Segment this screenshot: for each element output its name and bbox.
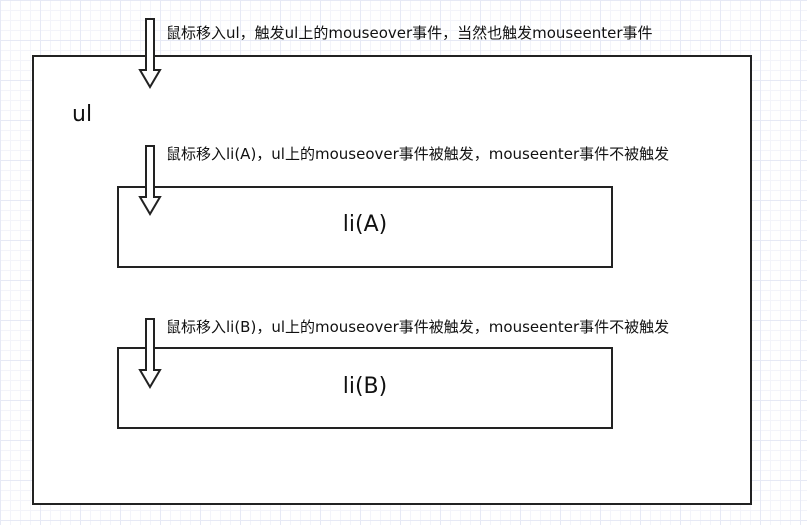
ul-label: ul bbox=[72, 102, 93, 127]
li-a-box bbox=[117, 186, 613, 268]
li-a-label: li(A) bbox=[342, 212, 388, 237]
li-b-enter-annotation: 鼠标移入li(B)，ul上的mouseover事件被触发，mouseenter事… bbox=[166, 318, 670, 336]
down-arrow-icon bbox=[138, 318, 162, 389]
li-b-label: li(B) bbox=[342, 374, 388, 399]
down-arrow-icon bbox=[138, 18, 162, 89]
li-b-box bbox=[117, 347, 613, 429]
ul-enter-annotation: 鼠标移入ul，触发ul上的mouseover事件，当然也触发mouseenter… bbox=[166, 24, 653, 42]
li-a-enter-annotation: 鼠标移入li(A)，ul上的mouseover事件被触发，mouseenter事… bbox=[166, 145, 670, 163]
down-arrow-icon bbox=[138, 145, 162, 216]
ul-box bbox=[32, 55, 752, 505]
